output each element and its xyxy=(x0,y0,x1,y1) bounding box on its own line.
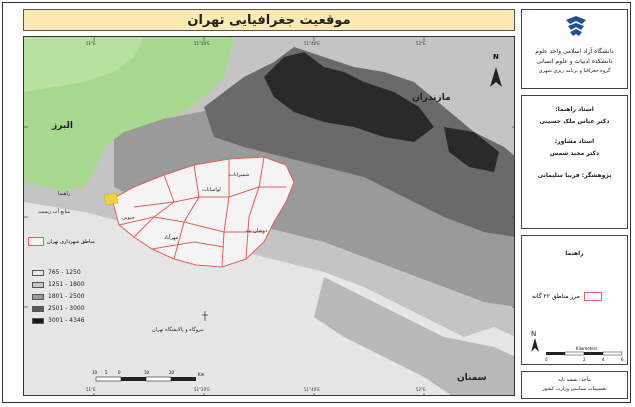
label-shemiranat: شمیرانات xyxy=(229,172,250,178)
panel-scale-bar xyxy=(546,351,623,356)
north-arrow-icon xyxy=(490,67,502,87)
district-legend-label: مناطق شهرداری تهران xyxy=(47,238,95,245)
legend-row: 1801 - 2500 xyxy=(32,293,85,300)
credits-box: استاد راهنما: دکتر عباس ملک حسینی استاد … xyxy=(521,95,628,229)
university-line: گروه جغرافیا و برنامه ریزی شهری xyxy=(538,68,611,74)
top-tick-label: 51°40'E xyxy=(304,41,320,46)
legend-item-row: مرز مناطق ۲۲ گانه xyxy=(532,292,602,301)
top-tick-label: 51°20'E xyxy=(194,41,210,46)
bottom-tick-label: 52°E xyxy=(416,387,426,392)
refinery-icon xyxy=(202,311,208,321)
map-area: مازندران البرز سمنان راهنما منابع آب زیس… xyxy=(23,36,515,396)
advisor-name: دکتر عباس ملک حسینی xyxy=(539,118,610,125)
consultant-title: استاد مشاور: xyxy=(554,138,595,145)
svg-text:N: N xyxy=(531,330,536,338)
researcher-name: پژوهشگر: فریبا سلیمانی xyxy=(537,172,612,179)
legend-row: 2501 - 3000 xyxy=(32,305,85,312)
district-legend: مناطق شهرداری تهران xyxy=(28,237,95,246)
map-scale-bar xyxy=(95,376,196,382)
label-semnan: سمنان xyxy=(457,373,487,383)
legend-row: 765 - 1250 xyxy=(32,269,81,276)
bottom-tick-label: 51°40'E xyxy=(304,387,320,392)
legend-item-label: مرز مناطق ۲۲ گانه xyxy=(532,293,580,300)
label-water: منابع آب زیست xyxy=(38,209,71,215)
top-tick-label: 51°E xyxy=(86,41,96,46)
university-box: دانشگاه آزاد اسلامی واحد علوم دانشکده اد… xyxy=(521,9,628,89)
label-lavasanat: لواسانات xyxy=(202,187,221,193)
panel-scale-label: Kilometers xyxy=(576,346,598,351)
university-line: دانشکده ادبیات و علوم انسانی xyxy=(536,58,613,65)
map-title: موقعیت جغرافیایی تهران xyxy=(23,9,515,31)
bottom-tick-label: 51°20'E xyxy=(194,387,210,392)
tehran-districts xyxy=(111,156,295,268)
label-alborz: البرز xyxy=(52,121,73,131)
info-panel: دانشگاه آزاد اسلامی واحد علوم دانشکده اد… xyxy=(521,9,628,399)
label-dushan-tappeh: دوشان تپه xyxy=(246,228,268,234)
label-mehrabad: مهرآباد xyxy=(164,235,179,241)
source-line: تقسیمات سیاسی وزارت کشور xyxy=(542,386,607,392)
district-swatch xyxy=(28,237,44,246)
top-tick-label: 52°E xyxy=(416,41,426,46)
label-refinery: نیروگاه و پالایشگاه تهران xyxy=(152,327,204,333)
legend-row: 3001 - 4346 xyxy=(32,317,85,324)
consultant-name: دکتر مجید شمس xyxy=(549,150,600,157)
outer-frame xyxy=(2,2,631,403)
university-logo-icon xyxy=(566,16,586,36)
source-box: مأخذ: نقشه پایه تقسیمات سیاسی وزارت کشور xyxy=(521,371,628,399)
legend-panel: راهنما مرز مناطق ۲۲ گانه N Kilometers 0 … xyxy=(521,235,628,365)
legend-item-swatch xyxy=(583,292,602,301)
label-mazandaran: مازندران xyxy=(412,93,451,103)
university-line: دانشگاه آزاد اسلامی واحد علوم xyxy=(535,48,614,55)
label-rahnama: راهنما xyxy=(58,191,71,197)
panel-north-arrow-icon: N xyxy=(531,330,539,352)
bottom-tick-label: 51°E xyxy=(86,387,96,392)
legend-row: 1251 - 1800 xyxy=(32,281,85,288)
advisor-title: استاد راهنما: xyxy=(555,106,594,113)
elevation-map xyxy=(24,37,514,395)
label-south: جنوبی xyxy=(122,215,135,221)
source-line: مأخذ: نقشه پایه xyxy=(558,377,591,383)
legend-title: راهنما xyxy=(565,250,584,257)
elevation-legend: 765 - 1250 1251 - 1800 1801 - 2500 2501 … xyxy=(28,269,88,331)
north-arrow-letter: N xyxy=(493,53,499,61)
